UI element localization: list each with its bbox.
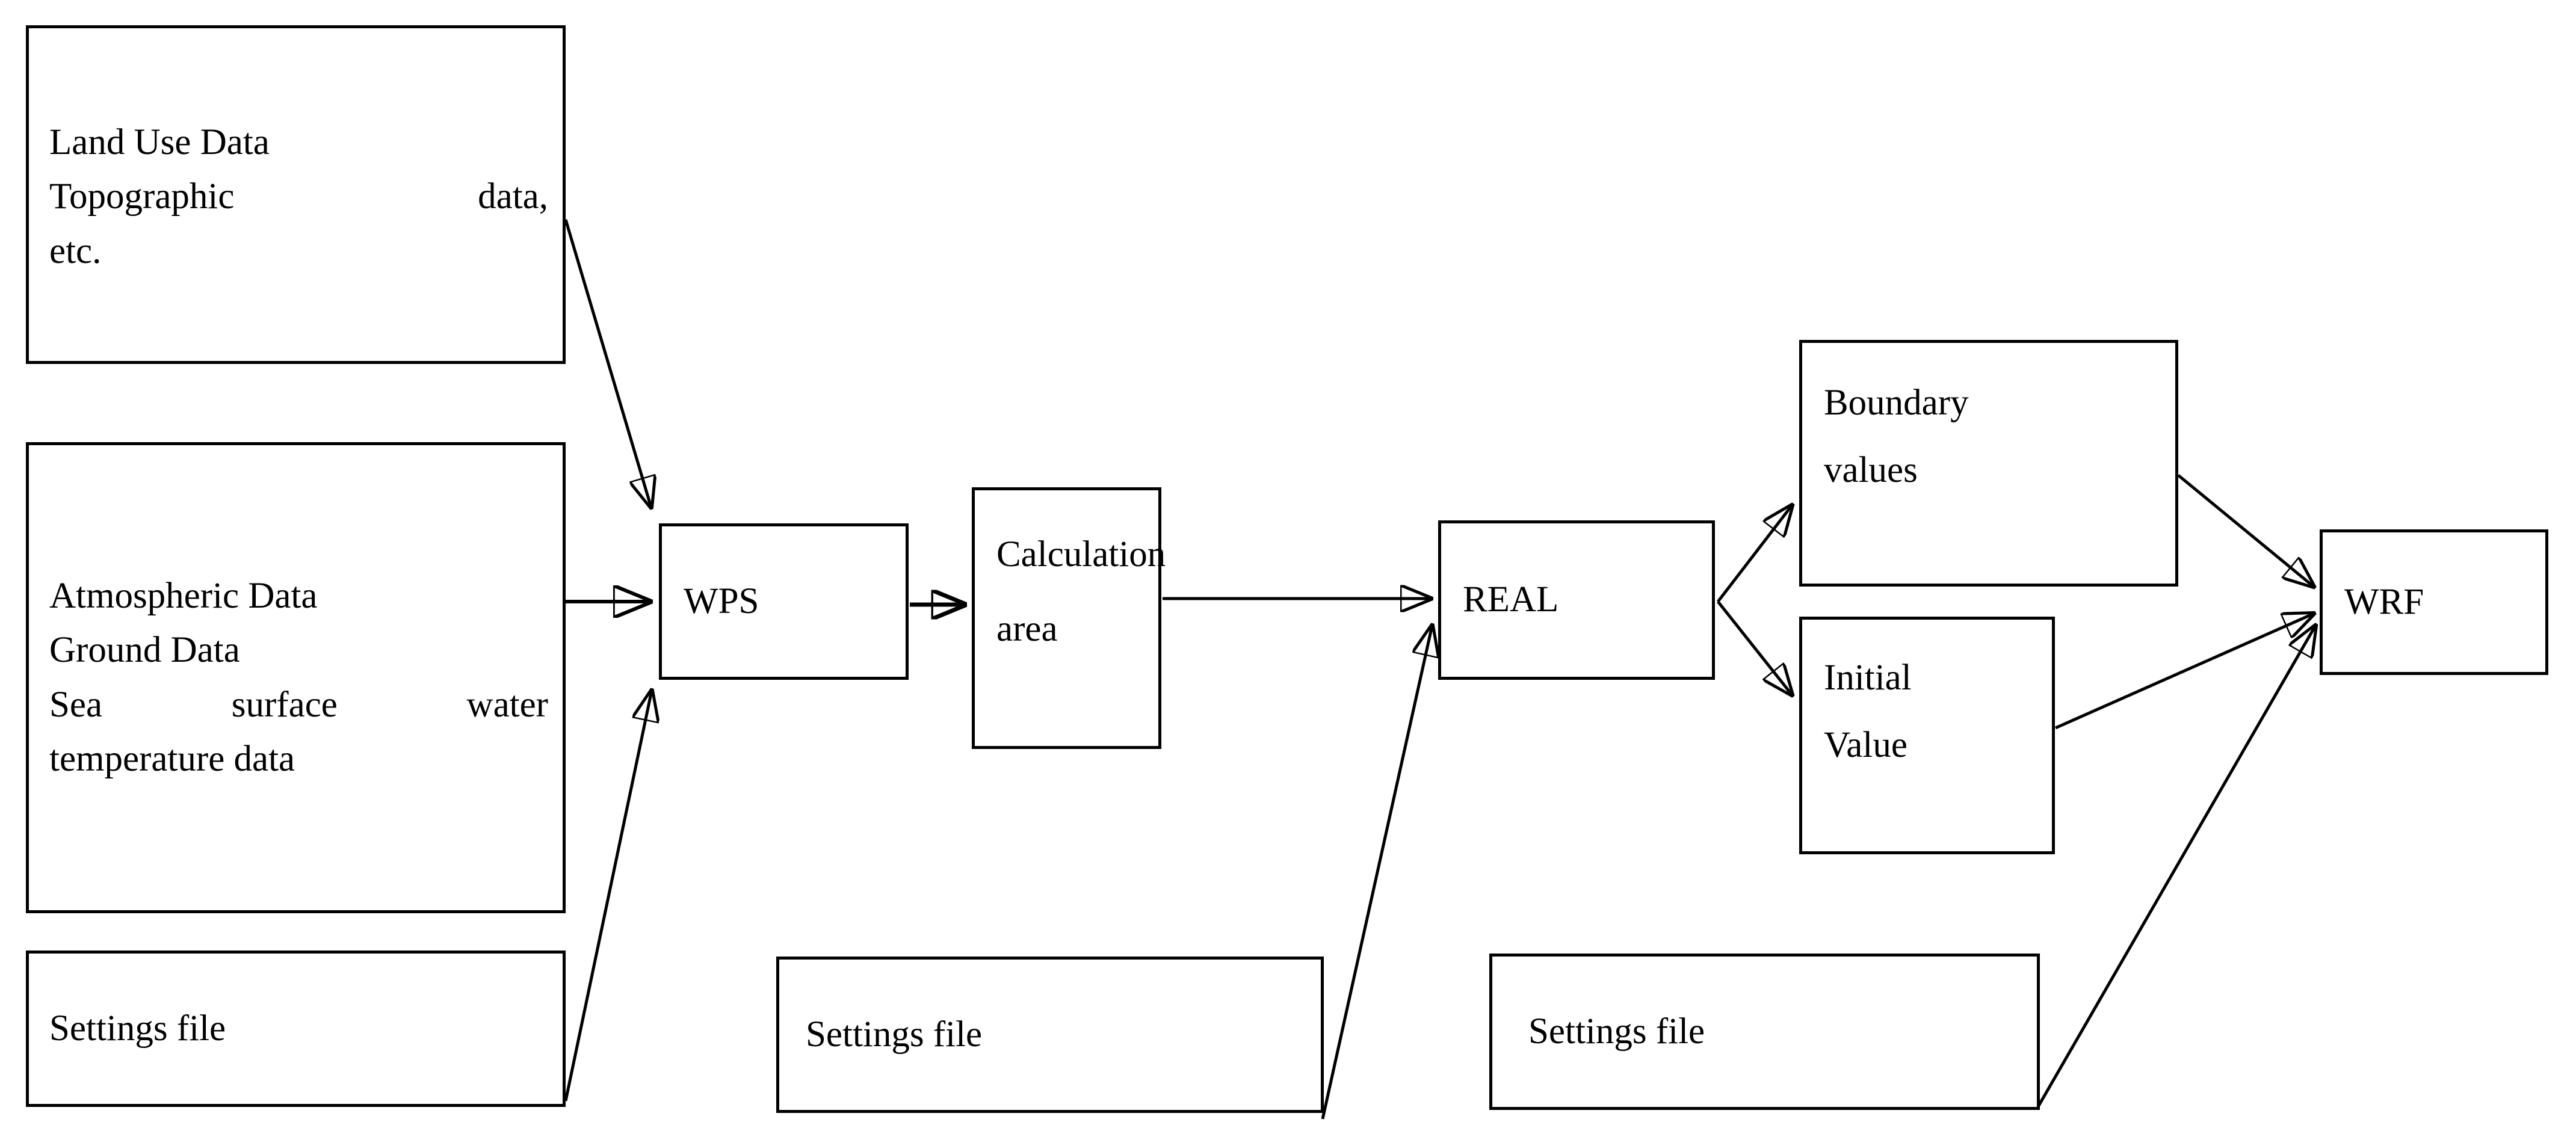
boundary-values-line-2: values (1824, 450, 1918, 491)
initial-value-line-1: Initial (1824, 658, 1912, 698)
node-land-use-data[interactable]: Land Use Data Topographic data, etc. (26, 25, 566, 364)
edge-initial-to-wrf (2054, 614, 2314, 730)
atmospheric-data-line-3: Sea surface water (49, 678, 548, 732)
wrf-label: WRF (2344, 581, 2424, 622)
node-atmospheric-data[interactable]: Atmospheric Data Ground Data Sea surface… (26, 442, 566, 913)
boundary-values-line-1: Boundary (1824, 383, 1969, 423)
edge-real-to-initial (1717, 600, 1792, 695)
node-settings-file-2[interactable]: Settings file (776, 957, 1324, 1113)
atmospheric-data-line-2: Ground Data (49, 630, 240, 671)
atmospheric-data-line-3c: water (466, 684, 548, 725)
edge-real-to-boundary (1717, 505, 1792, 603)
land-use-data-line-2b: data, (478, 176, 548, 217)
atmospheric-data-line-1: Atmospheric Data (49, 575, 318, 616)
edge-boundary-to-wrf (2177, 474, 2314, 587)
edge-settings2-to-real (1321, 626, 1432, 1120)
atmospheric-data-line-3b: surface (231, 684, 338, 725)
settings-file-1-label: Settings file (49, 1008, 226, 1049)
settings-file-3-label: Settings file (1528, 1011, 1705, 1052)
edge-settings1-to-wps (564, 691, 652, 1102)
atmospheric-data-line-3a: Sea (49, 684, 103, 725)
node-calculation-area[interactable]: Calculation area (972, 487, 1166, 749)
land-use-data-line-2: Topographic data, (49, 170, 548, 224)
node-real[interactable]: REAL (1438, 520, 1715, 680)
settings-file-2-label: Settings file (806, 1014, 983, 1055)
edge-settings3-to-wrf (2037, 626, 2315, 1107)
node-initial-value[interactable]: Initial Value (1799, 617, 2055, 854)
node-boundary-values[interactable]: Boundary values (1799, 340, 2178, 587)
land-use-data-line-1: Land Use Data (49, 122, 270, 163)
initial-value-line-2: Value (1824, 725, 1907, 766)
land-use-data-line-2a: Topographic (49, 176, 235, 217)
calculation-area-line-1: Calculation (996, 534, 1166, 575)
atmospheric-data-line-4: temperature data (49, 738, 295, 779)
node-settings-file-1[interactable]: Settings file (26, 951, 566, 1107)
land-use-data-line-3: etc. (49, 230, 102, 271)
node-wrf[interactable]: WRF (2320, 529, 2548, 675)
edge-land-use-to-wps (564, 219, 651, 507)
real-label: REAL (1463, 579, 1559, 620)
wps-label: WPS (684, 581, 759, 621)
calculation-area-line-2: area (996, 609, 1058, 650)
node-settings-file-3[interactable]: Settings file (1489, 954, 2040, 1110)
node-wps[interactable]: WPS (659, 523, 909, 680)
